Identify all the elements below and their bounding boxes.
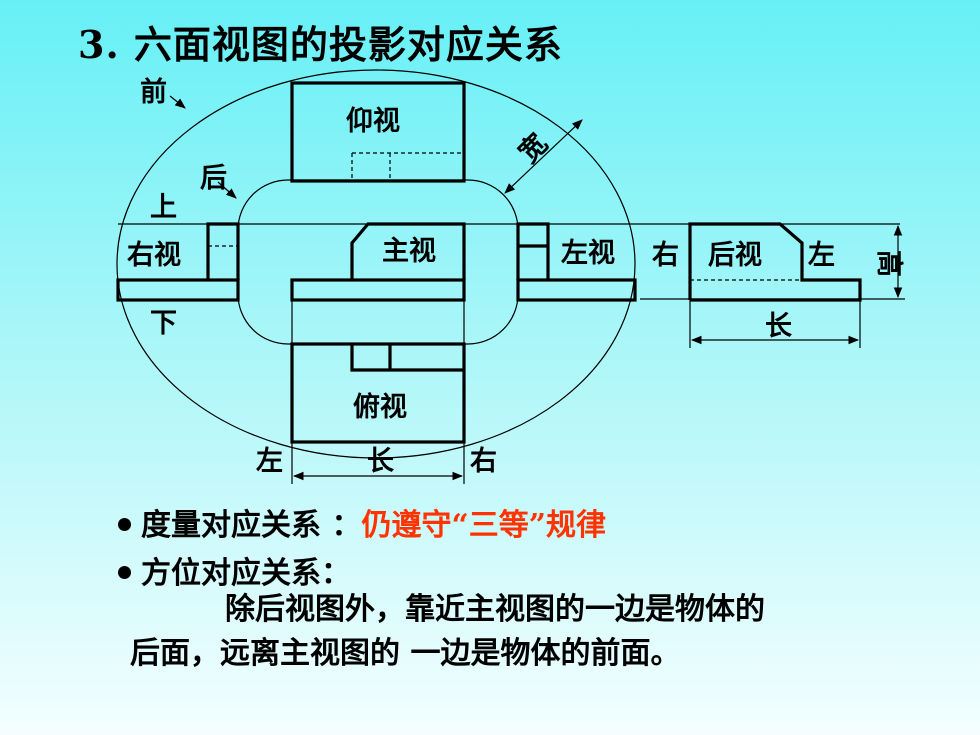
bottom-view [290, 81, 466, 183]
page-title: 3. 六面视图的投影对应关系 [78, 22, 563, 67]
left-view-label: 左视 [561, 238, 615, 269]
top-left-label: 左 [256, 446, 283, 477]
position-relation-line: 方位对应关系： [118, 548, 351, 592]
height-label: 高 [873, 250, 905, 277]
top-length-label: 长 [367, 446, 395, 477]
back-direction-label: 后 [200, 163, 227, 194]
rear-view-label: 后视 [708, 240, 762, 271]
width-dimension-arrow [504, 119, 583, 194]
measure-relation-label: 度量对应关系 ： [141, 508, 362, 543]
bullet-dot-icon [118, 517, 131, 531]
position-relation-text: 除后视图外，靠近主视图的一边是物体的 后面，远离主视图的 一边是物体的前面。 [130, 588, 930, 676]
inner-loop [237, 179, 519, 345]
front-view [290, 222, 466, 302]
front-view-label: 主视 [382, 236, 436, 267]
front-direction-label: 前 [140, 76, 167, 108]
top-right-label: 右 [470, 446, 497, 477]
outer-ellipse [116, 69, 636, 459]
bottom-view-label: 仰视 [346, 106, 400, 137]
top-view [290, 342, 466, 444]
down-direction-label: 下 [150, 308, 177, 339]
position-text-line-2: 后面，远离主视图的 一边是物体的前面。 [130, 636, 681, 671]
width-label: 宽 [512, 127, 554, 169]
rear-length-label: 长 [765, 311, 793, 342]
rear-right-label: 右 [652, 240, 679, 271]
measure-relation-line: 度量对应关系 ：仍遵守“三等”规律 [118, 500, 606, 544]
up-direction-label: 上 [150, 192, 177, 223]
rear-view [688, 222, 862, 302]
position-relation-label: 方位对应关系： [141, 556, 351, 591]
top-view-label: 俯视 [353, 391, 407, 423]
bullet-dot-icon [118, 565, 131, 579]
right-view [116, 222, 240, 302]
rear-left-label: 左 [808, 240, 835, 271]
measure-relation-rule: 仍遵守“三等”规律 [361, 508, 606, 543]
left-view [516, 222, 637, 302]
right-view-label: 右视 [127, 240, 181, 271]
position-text-line-1: 除后视图外，靠近主视图的一边是物体的 [225, 592, 765, 627]
